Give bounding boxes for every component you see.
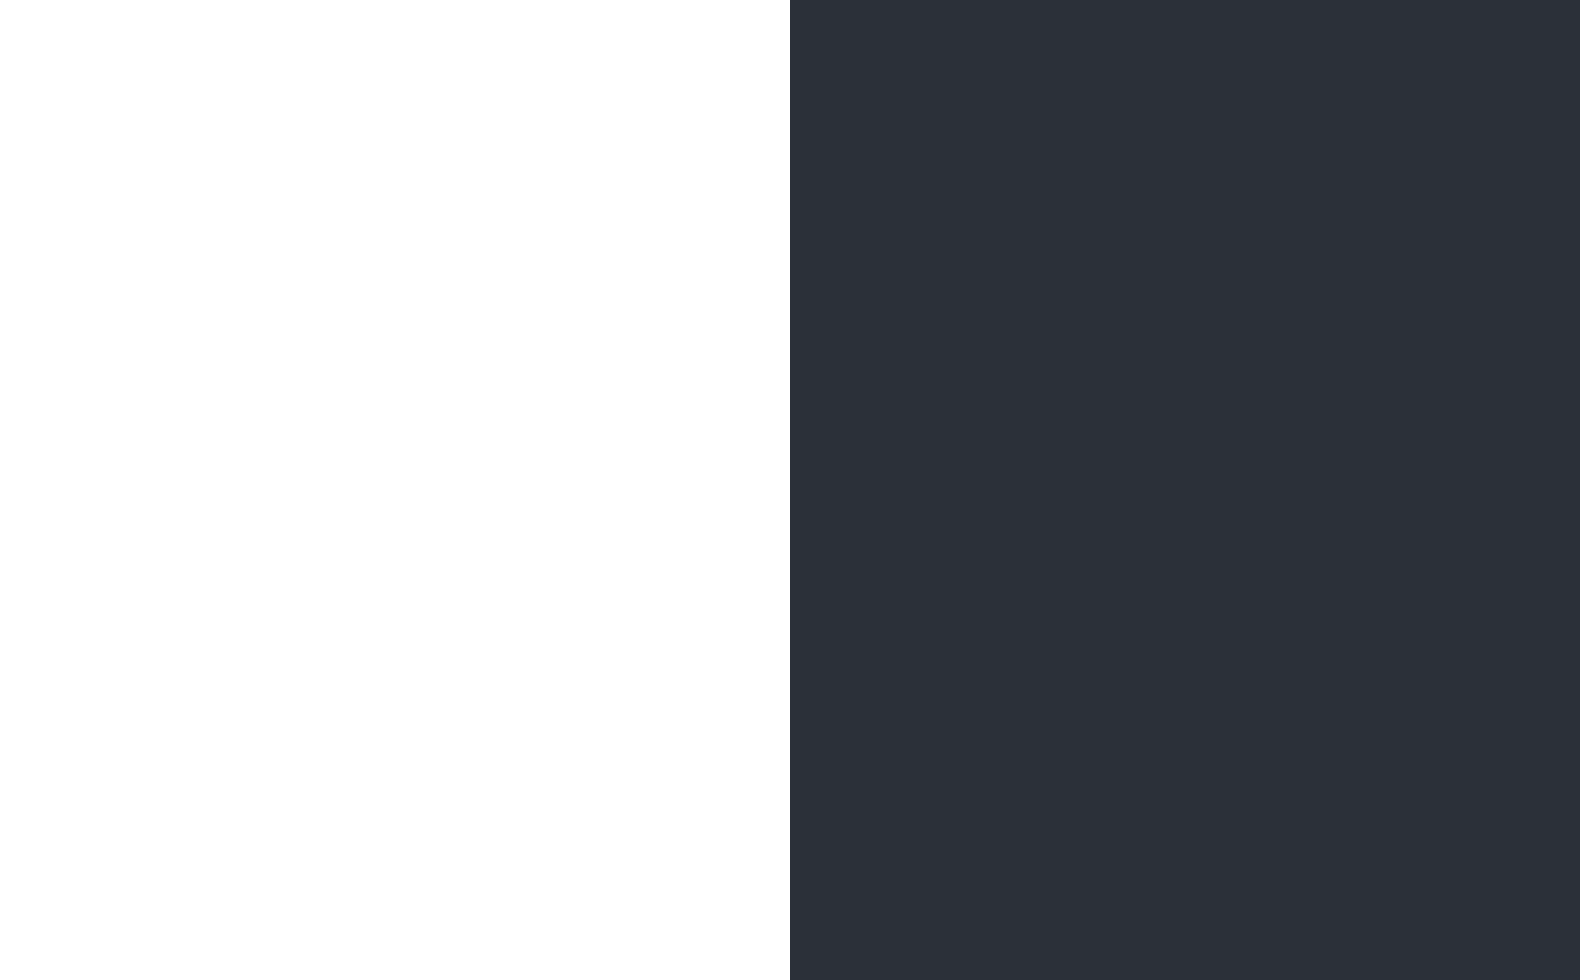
deployed-gun-drawing	[104, 460, 754, 930]
deployed-gun-drawing-dark	[870, 90, 1520, 560]
towed-gun-svg-dark	[922, 638, 1419, 893]
deployed-gun-svg	[108, 467, 747, 922]
light-panel	[104, 100, 754, 930]
towed-gun-drawing-dark	[862, 630, 1502, 900]
dark-panel	[790, 0, 1580, 980]
towed-gun-svg	[189, 108, 668, 353]
deployed-gun-svg-dark	[874, 97, 1513, 552]
towed-gun-drawing	[130, 100, 750, 360]
